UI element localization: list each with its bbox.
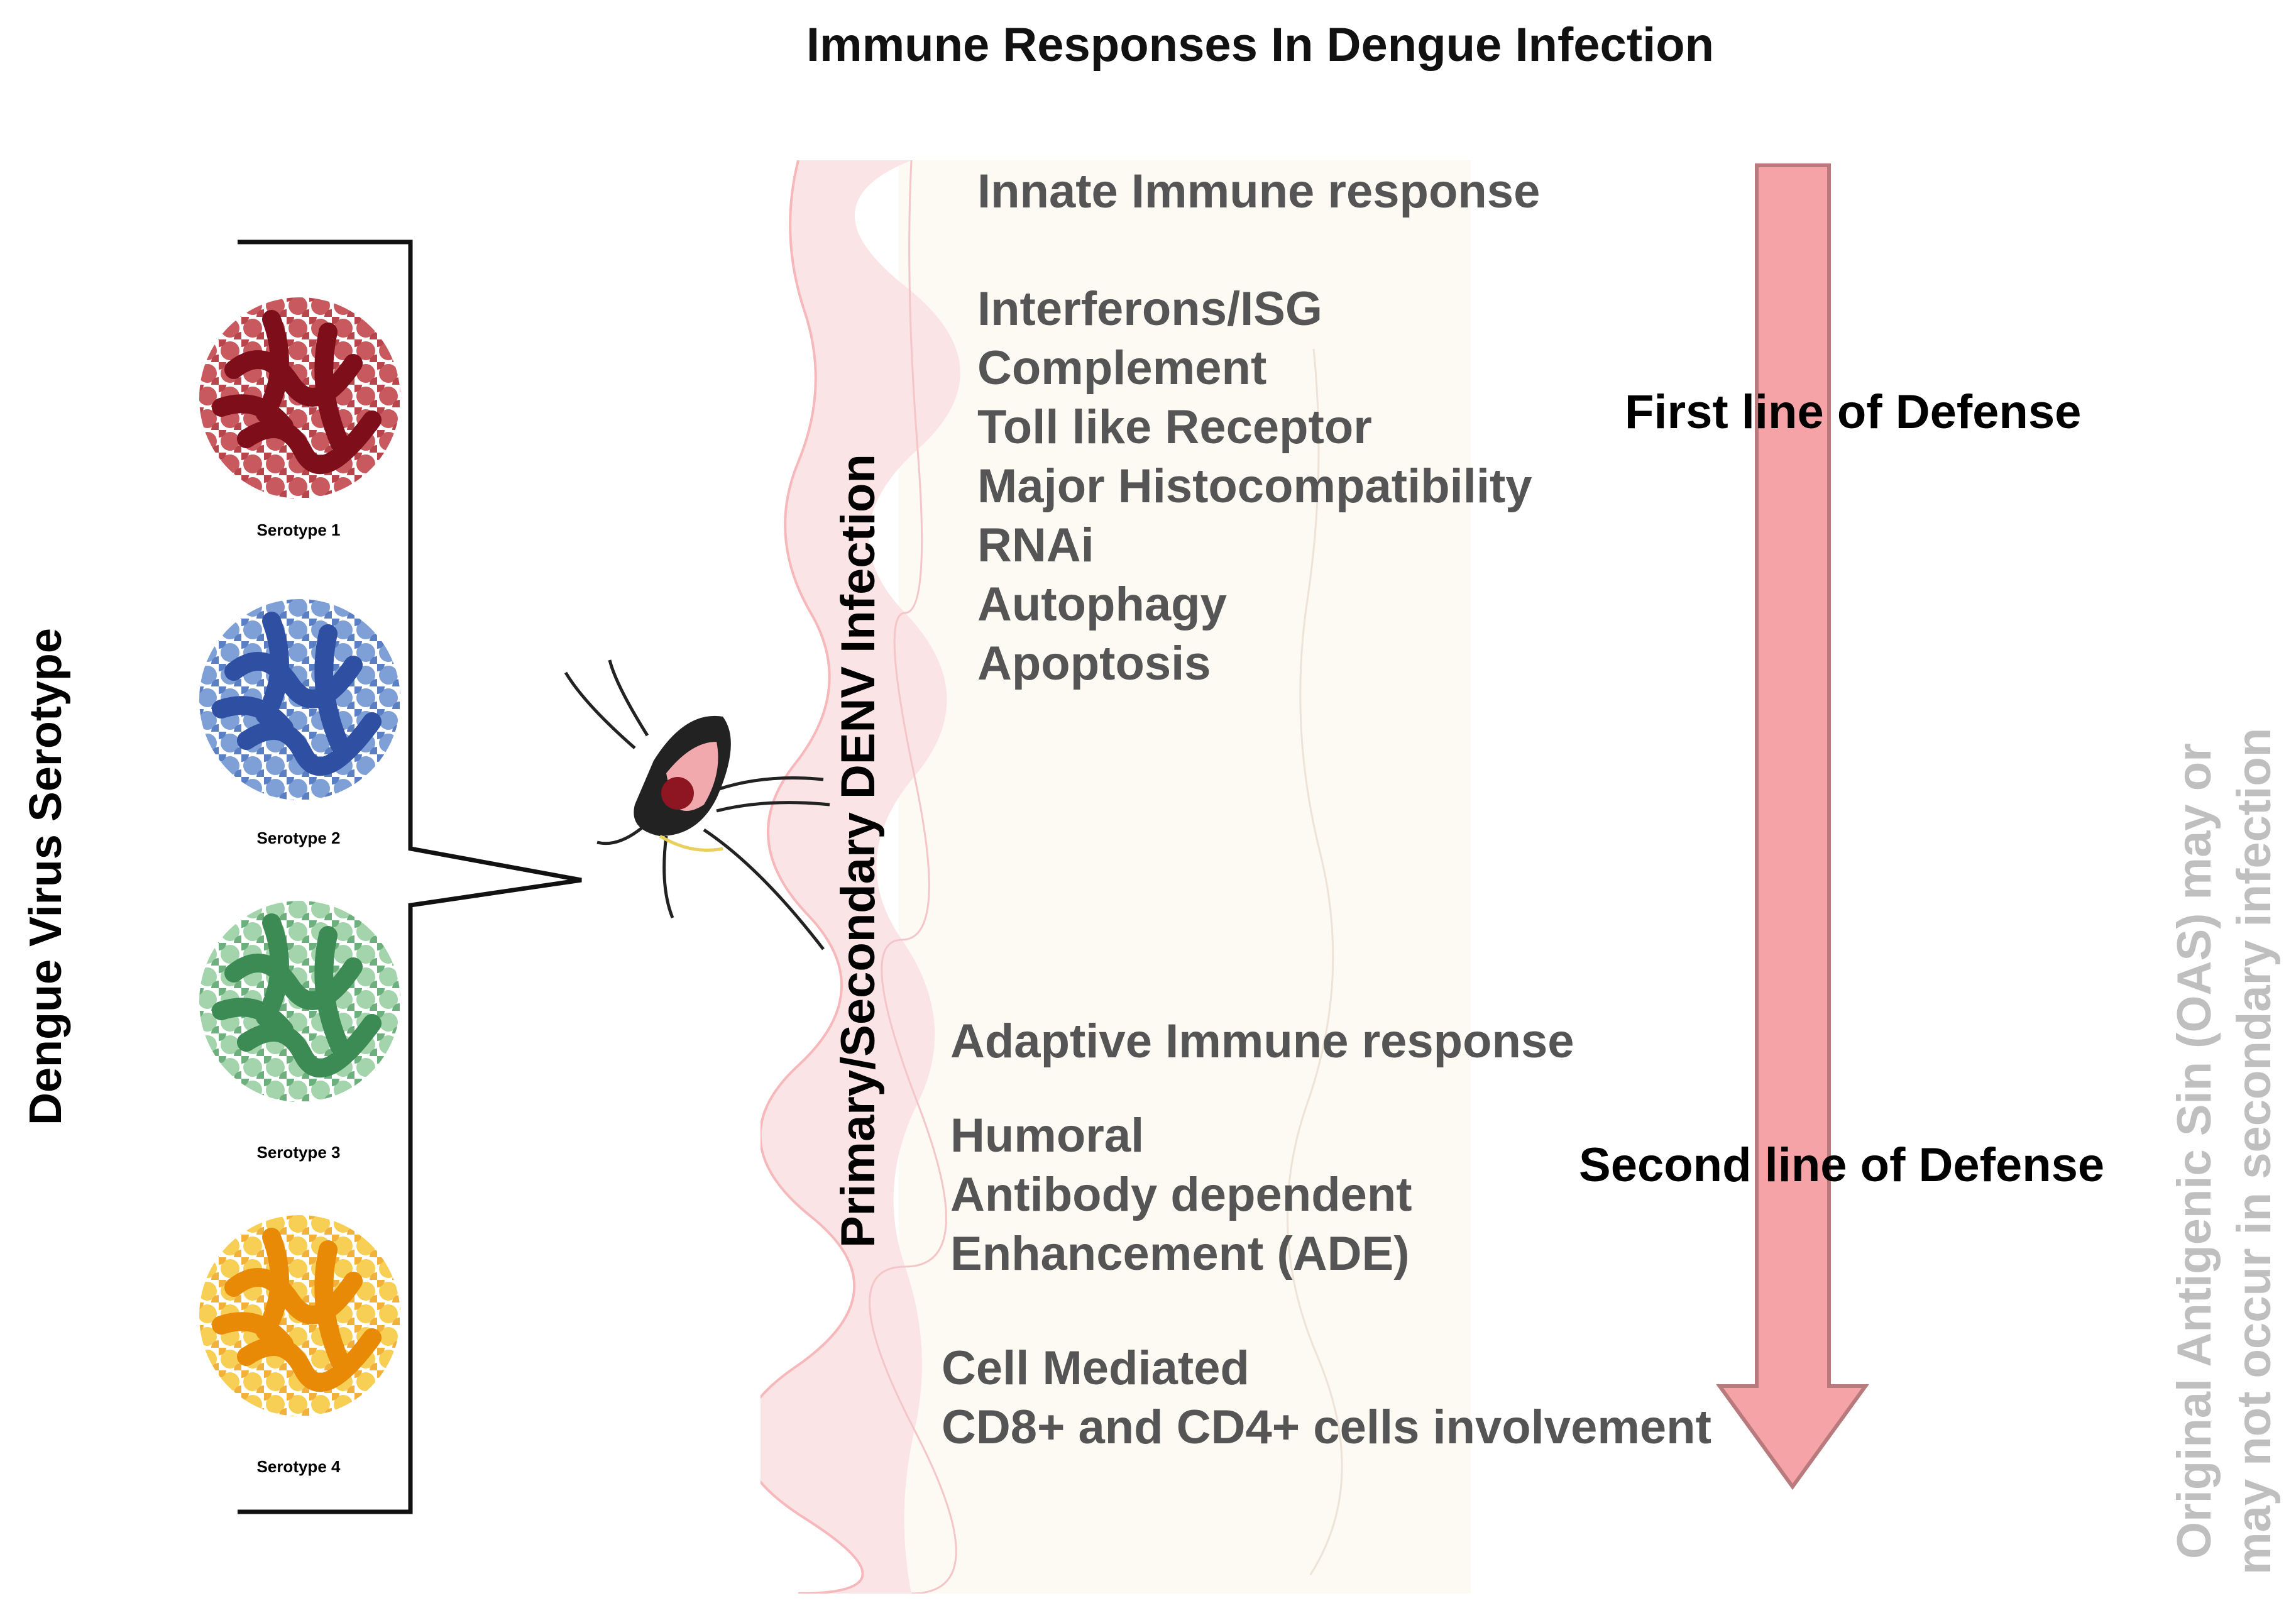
second-line-label: Second line of Defense <box>1579 1138 2105 1192</box>
cell-mediated-item: Cell Mediated <box>942 1341 1250 1395</box>
left-axis-label: Dengue Virus Serotype <box>21 628 71 1125</box>
virus-1-icon <box>199 297 400 498</box>
serotype-1-virus <box>196 294 404 505</box>
innate-list: Interferons/ISG Complement Toll like Rec… <box>977 280 1532 693</box>
serotype-4-virus <box>196 1212 404 1423</box>
mosquito-icon <box>564 659 830 950</box>
serotype-1-label: Serotype 1 <box>256 520 341 539</box>
humoral-item: Enhancement (ADE) <box>950 1227 1410 1280</box>
humoral-item: Humoral <box>950 1109 1145 1162</box>
adaptive-heading: Adaptive Immune response <box>950 1015 1574 1068</box>
serotype-bracket <box>238 240 582 1514</box>
first-line-label: First line of Defense <box>1625 385 2082 439</box>
oas-note-line-2: may not occur in secondary infection <box>2227 727 2281 1575</box>
cell-mediated-item: CD8+ and CD4+ cells involvement <box>942 1401 1711 1454</box>
serotype-2-virus <box>196 596 404 807</box>
innate-heading: Innate Immune response <box>977 165 1541 218</box>
serotype-3-label: Serotype 3 <box>256 1143 341 1162</box>
cell-mediated-list: Cell Mediated CD8+ and CD4+ cells involv… <box>942 1339 1711 1457</box>
innate-item: RNAi <box>977 519 1094 572</box>
serotype-3-virus <box>196 898 404 1108</box>
virus-3-icon <box>199 901 400 1102</box>
virus-2-icon <box>199 599 400 800</box>
infection-label: Primary/Secondary DENV Infection <box>832 454 885 1248</box>
innate-item: Complement <box>977 341 1267 395</box>
innate-item: Toll like Receptor <box>977 400 1372 454</box>
innate-item: Interferons/ISG <box>977 282 1322 336</box>
serotype-4-label: Serotype 4 <box>256 1457 341 1476</box>
innate-item: Autophagy <box>977 578 1227 631</box>
skin-tissue-band <box>761 160 1471 1594</box>
virus-4-icon <box>199 1215 400 1416</box>
defense-arrow-icon <box>1716 163 1869 1490</box>
serotype-2-label: Serotype 2 <box>256 829 341 847</box>
oas-note-line-1: Original Antigenic Sin (OAS) may or <box>2168 743 2221 1559</box>
innate-item: Major Histocompatibility <box>977 460 1532 513</box>
innate-item: Apoptosis <box>977 637 1211 690</box>
humoral-item: Antibody dependent <box>950 1168 1412 1221</box>
humoral-list: Humoral Antibody dependent Enhancement (… <box>950 1106 1412 1284</box>
figure-title: Immune Responses In Dengue Infection <box>806 18 1715 72</box>
